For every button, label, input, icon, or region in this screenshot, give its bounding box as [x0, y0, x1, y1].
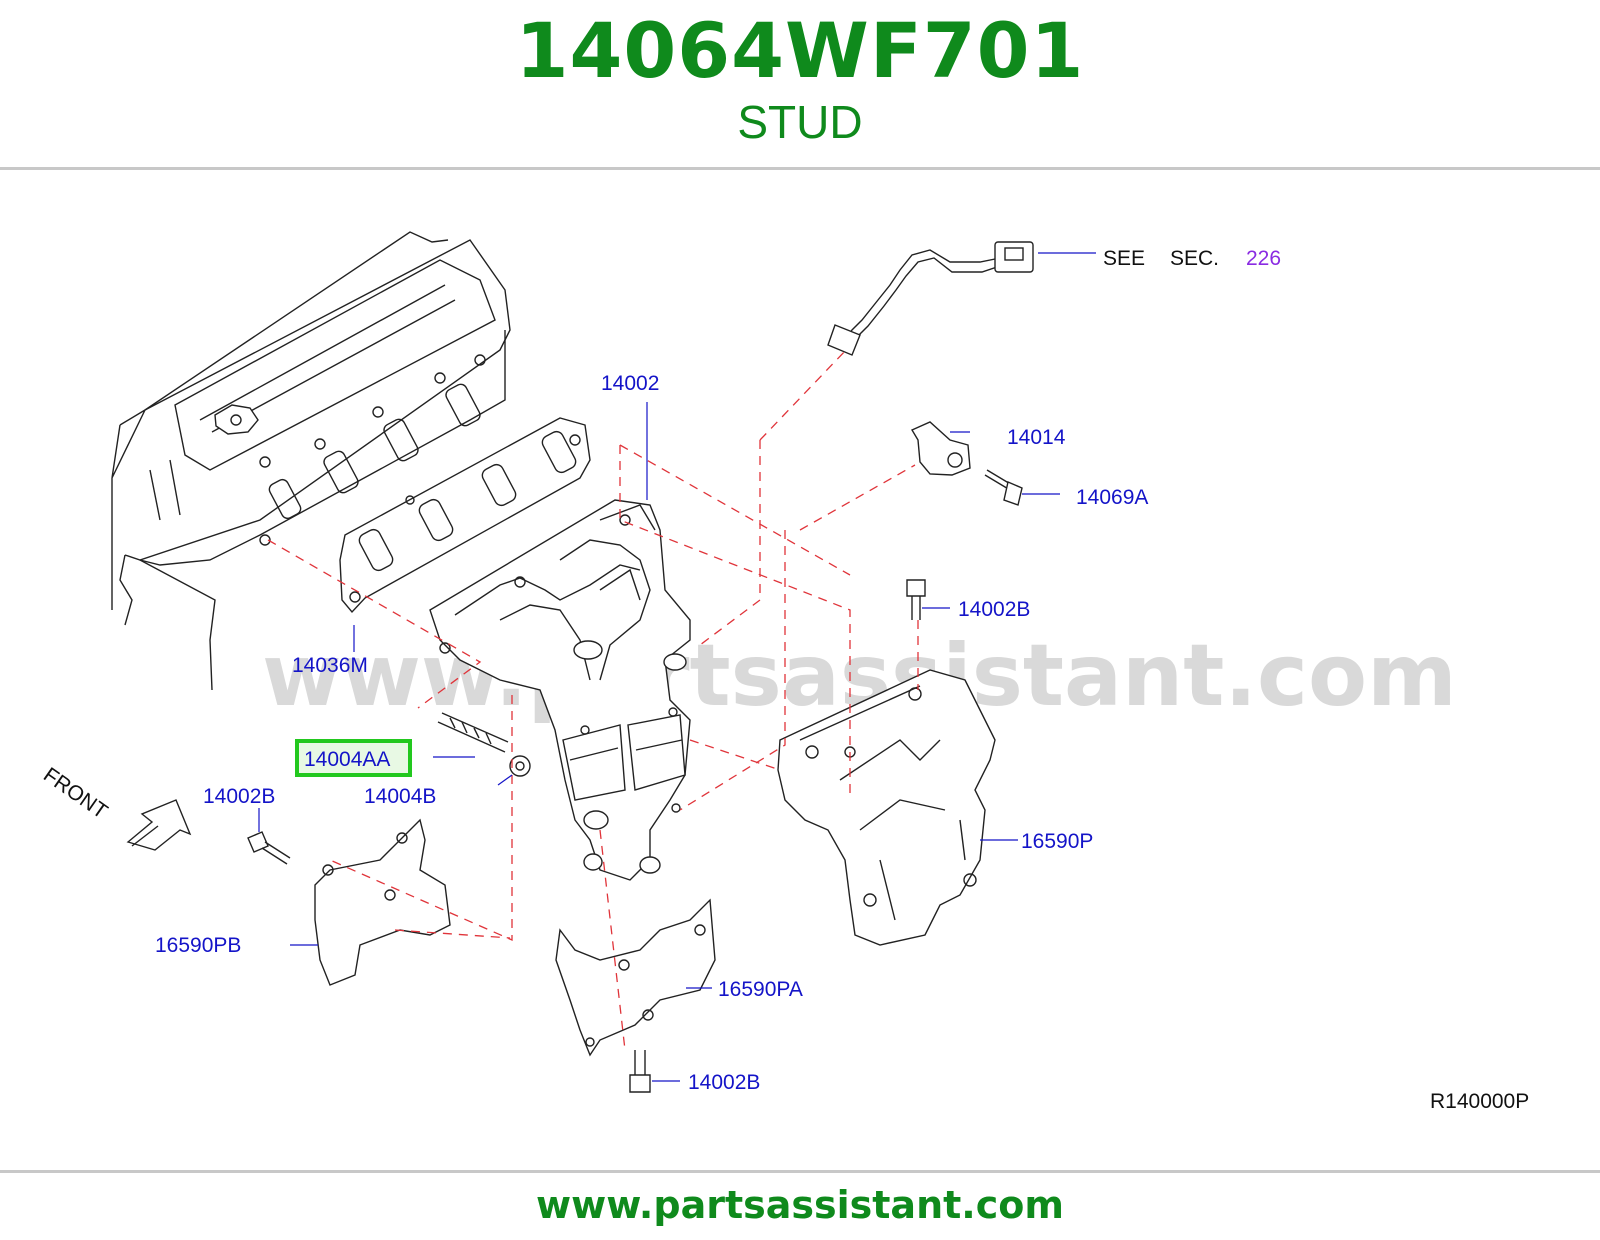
bolt-14069A-drawing: [984, 469, 1023, 506]
callout-14069A[interactable]: 14069A: [1076, 486, 1148, 509]
highlight-box: [295, 739, 412, 777]
bolt-14002B-bottom-drawing: [629, 1050, 651, 1093]
section-number-link[interactable]: 226: [1246, 247, 1281, 270]
callout-14002B-bottom[interactable]: 14002B: [688, 1071, 760, 1094]
bolt-14002B-right-drawing: [906, 579, 926, 620]
callout-16590PB[interactable]: 16590PB: [155, 934, 241, 957]
callout-16590PA[interactable]: 16590PA: [718, 978, 803, 1001]
dashed-alignment-lines: [267, 349, 919, 1051]
callout-labels: 14002 14014 14069A 14002B 14036M 14004AA…: [155, 372, 1148, 1094]
engine-cylinder-head-drawing: [111, 231, 511, 691]
header: 14064WF701 STUD: [0, 0, 1600, 168]
parts-diagram: www.partsassistant.com: [39, 231, 1529, 1113]
stud-14004AA-drawing: [437, 712, 509, 753]
front-label: FRONT: [39, 763, 112, 823]
heat-insulator-16590PB-drawing: [314, 818, 451, 986]
footer-divider: [0, 1170, 1600, 1173]
callout-14002B-left[interactable]: 14002B: [203, 785, 275, 808]
part-number-title: 14064WF701: [515, 6, 1085, 95]
oxygen-sensor-drawing: [827, 241, 1034, 356]
see-label: SEE: [1103, 247, 1145, 270]
callout-14004AA[interactable]: 14004AA: [304, 748, 390, 771]
leader-lines: [258, 252, 1096, 1082]
heat-insulator-16590PA-drawing: [555, 898, 716, 1057]
callout-14036M[interactable]: 14036M: [292, 654, 368, 677]
sec-label: SEC.: [1170, 247, 1219, 270]
front-direction-arrow: FRONT: [39, 763, 192, 851]
header-divider: [0, 167, 1600, 170]
heat-insulator-16590P-drawing: [777, 669, 996, 946]
part-name-subtitle: STUD: [737, 96, 863, 148]
callout-14004B[interactable]: 14004B: [364, 785, 436, 808]
section-reference: SEE SEC. 226: [1103, 247, 1281, 270]
callout-14002[interactable]: 14002: [601, 372, 659, 395]
bolt-14002B-left-drawing: [247, 831, 291, 865]
manifold-gasket-drawing: [339, 417, 591, 614]
drawing-code: R140000P: [1430, 1090, 1529, 1113]
nut-14004B-drawing: [509, 755, 531, 777]
footer-website-link[interactable]: www.partsassistant.com: [536, 1183, 1064, 1227]
sensor-14014-drawing: [910, 421, 971, 476]
callout-14002B-right[interactable]: 14002B: [958, 598, 1030, 621]
exhaust-manifold-drawing: [429, 499, 691, 881]
callout-14014[interactable]: 14014: [1007, 426, 1066, 449]
callout-16590P[interactable]: 16590P: [1021, 830, 1093, 853]
